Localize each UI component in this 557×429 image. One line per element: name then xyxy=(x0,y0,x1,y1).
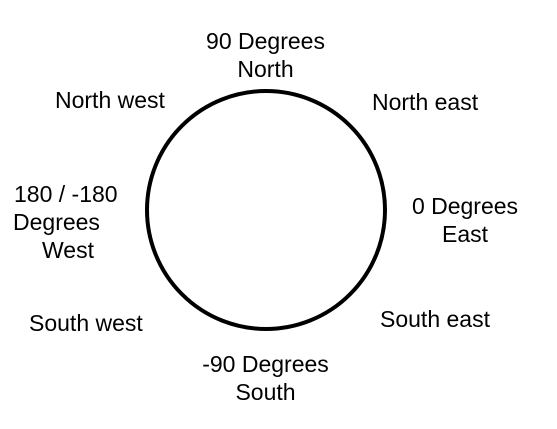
label-east-direction: East xyxy=(441,221,489,247)
label-northeast: North east xyxy=(372,89,479,115)
label-north-direction: North xyxy=(237,56,294,82)
label-south-degrees: -90 Degrees xyxy=(202,351,329,377)
label-southeast: South east xyxy=(380,306,490,332)
label-west-unit: Degrees xyxy=(13,209,100,235)
label-east: 0 Degrees East xyxy=(400,192,530,248)
label-south: -90 Degrees South xyxy=(188,350,343,406)
label-west-degrees: 180 / -180 xyxy=(14,181,118,207)
label-north: 90 Degrees North xyxy=(188,27,343,83)
compass-circle-outline xyxy=(145,89,387,331)
label-west-direction: West xyxy=(42,237,94,263)
label-north-degrees: 90 Degrees xyxy=(206,28,325,54)
label-northwest: North west xyxy=(55,87,165,113)
label-west: 180 / -180 Degrees West xyxy=(8,180,140,264)
label-south-direction: South xyxy=(235,379,296,405)
label-southwest: South west xyxy=(29,310,143,336)
label-east-degrees: 0 Degrees xyxy=(411,193,519,219)
